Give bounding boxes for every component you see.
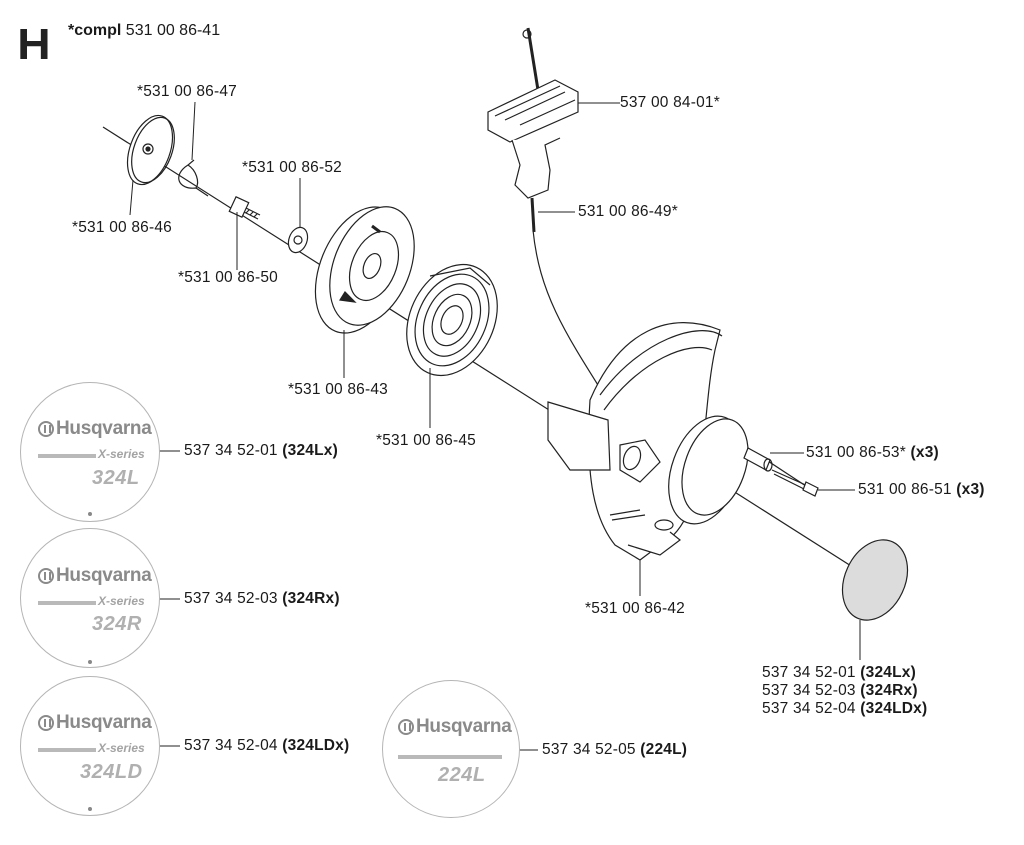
callout-51-qty: (x3)	[956, 481, 985, 498]
cover-model-text: 224L	[438, 764, 486, 786]
cover-disc-324r	[20, 528, 160, 668]
callout-531-00-86-42: *531 00 86-42	[585, 600, 685, 617]
husqvarna-logo-icon	[38, 568, 54, 584]
decal-list-row-1: 537 34 52-01 (324Lx)	[762, 664, 916, 682]
cover-stripe	[38, 601, 96, 605]
compl-label: *compl 531 00 86-41	[68, 22, 220, 40]
decal-list-model: (324LDx)	[860, 700, 928, 717]
cover-number: 537 34 52-05	[542, 741, 636, 758]
decal-list-model: (324Lx)	[860, 664, 916, 681]
cover-number: 537 34 52-01	[184, 442, 278, 459]
decal-list-row-3: 537 34 52-04 (324LDx)	[762, 700, 927, 718]
callout-531-00-86-43: *531 00 86-43	[288, 381, 388, 398]
husqvarna-logo-icon	[38, 715, 54, 731]
callout-531-00-86-45: *531 00 86-45	[376, 432, 476, 449]
section-letter: H	[17, 20, 51, 69]
cover-brand: Husqvarna	[38, 565, 152, 587]
cover-brand-text: Husqvarna	[56, 565, 152, 586]
decal-list-row-2: 537 34 52-03 (324Rx)	[762, 682, 918, 700]
nut	[287, 226, 309, 254]
cover-brand: Husqvarna	[398, 716, 512, 738]
cover-brand-text: Husqvarna	[56, 712, 152, 733]
cover-stripe	[398, 755, 502, 759]
cover-series: X-series	[98, 741, 145, 755]
cover-model: (324LDx)	[282, 737, 350, 754]
starter-housing	[547, 322, 749, 561]
decal-list-model: (324Rx)	[860, 682, 918, 699]
callout-53-number: 531 00 86-53*	[806, 444, 906, 461]
cover-disc-324l	[20, 382, 160, 522]
cover-dot	[88, 660, 92, 664]
callout-531-00-86-46: *531 00 86-46	[72, 219, 172, 236]
starter-handle	[487, 27, 579, 233]
cover-series: X-series	[98, 594, 145, 608]
cover-callout-4: 537 34 52-05 (224L)	[542, 741, 687, 759]
cover-model-text: 324LD	[80, 761, 143, 783]
cover-brand: Husqvarna	[38, 418, 152, 440]
cover-callout-2: 537 34 52-03 (324Rx)	[184, 590, 340, 608]
compl-number: 531 00 86-41	[125, 22, 221, 39]
husqvarna-logo-icon	[38, 421, 54, 437]
cover-disc-224l	[382, 680, 520, 818]
cover-dot	[88, 807, 92, 811]
callout-51-number: 531 00 86-51	[858, 481, 952, 498]
cover-brand: Husqvarna	[38, 712, 152, 734]
compl-prefix: *compl	[68, 22, 122, 39]
cover-brand-text: Husqvarna	[416, 716, 512, 737]
cover-number: 537 34 52-03	[184, 590, 278, 607]
center-screw	[228, 195, 261, 220]
leader-47	[191, 101, 196, 161]
cover-callout-1: 537 34 52-01 (324Lx)	[184, 442, 338, 460]
callout-531-00-86-52: *531 00 86-52	[242, 159, 342, 176]
spacer-sleeve	[743, 447, 773, 472]
cover-model: (324Lx)	[282, 442, 338, 459]
cover-callout-3: 537 34 52-04 (324LDx)	[184, 737, 349, 755]
cover-model: (324Rx)	[282, 590, 340, 607]
callout-531-00-86-51: 531 00 86-51 (x3)	[858, 481, 985, 499]
decal-list-number: 537 34 52-04	[762, 700, 856, 717]
spring-clip	[178, 159, 209, 197]
cover-stripe	[38, 748, 96, 752]
decal-list-number: 537 34 52-03	[762, 682, 856, 699]
decal-disc	[841, 539, 909, 621]
leader-46	[129, 179, 134, 216]
cover-disc-324ld	[20, 676, 160, 816]
cover-stripe	[38, 454, 96, 458]
cover-model: (224L)	[640, 741, 688, 758]
cover-series: X-series	[98, 447, 145, 461]
callout-53-qty: (x3)	[910, 444, 939, 461]
rope-pulley	[314, 206, 415, 334]
callout-537-00-84-01: 537 00 84-01*	[620, 94, 720, 111]
cover-dot	[88, 512, 92, 516]
cover-model-text: 324L	[92, 467, 140, 489]
recoil-spring	[406, 263, 498, 377]
callout-531-00-86-50: *531 00 86-50	[178, 269, 278, 286]
callout-531-00-86-53: 531 00 86-53* (x3)	[806, 444, 939, 462]
cover-brand-text: Husqvarna	[56, 418, 152, 439]
cover-model-text: 324R	[92, 613, 142, 635]
callout-531-00-86-47: *531 00 86-47	[137, 83, 237, 100]
decal-list-number: 537 34 52-01	[762, 664, 856, 681]
pawl-plate	[126, 114, 175, 186]
cover-number: 537 34 52-04	[184, 737, 278, 754]
husqvarna-logo-icon	[398, 719, 414, 735]
callout-531-00-86-49: 531 00 86-49*	[578, 203, 678, 220]
housing-screw	[771, 469, 819, 497]
